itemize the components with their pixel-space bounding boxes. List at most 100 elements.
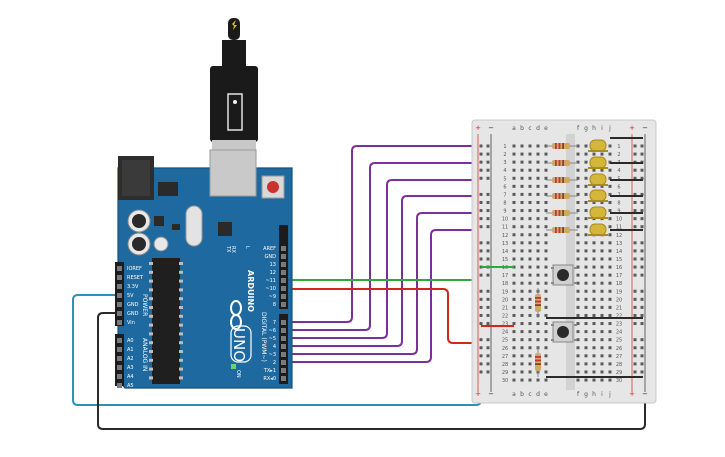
- breadboard-hole[interactable]: [536, 378, 540, 382]
- rail-hole[interactable]: [640, 217, 644, 221]
- digital-pin[interactable]: [281, 368, 286, 373]
- breadboard-hole[interactable]: [576, 362, 580, 366]
- breadboard-hole[interactable]: [608, 362, 612, 366]
- rail-hole[interactable]: [633, 152, 637, 156]
- power-pin[interactable]: [117, 266, 122, 271]
- analog-pin[interactable]: [117, 338, 122, 343]
- analog-pin[interactable]: [117, 374, 122, 379]
- rail-hole[interactable]: [479, 200, 483, 204]
- rail-hole[interactable]: [486, 168, 490, 172]
- rail-hole[interactable]: [486, 289, 490, 293]
- breadboard-hole[interactable]: [584, 305, 588, 309]
- rail-hole[interactable]: [633, 338, 637, 342]
- breadboard-hole[interactable]: [584, 217, 588, 221]
- breadboard-hole[interactable]: [608, 168, 612, 172]
- rail-hole[interactable]: [633, 217, 637, 221]
- breadboard-hole[interactable]: [536, 322, 540, 326]
- breadboard-hole[interactable]: [520, 362, 524, 366]
- breadboard-hole[interactable]: [536, 330, 540, 334]
- rail-hole[interactable]: [479, 289, 483, 293]
- breadboard-hole[interactable]: [576, 209, 580, 213]
- breadboard-hole[interactable]: [512, 200, 516, 204]
- breadboard-hole[interactable]: [536, 281, 540, 285]
- breadboard-hole[interactable]: [512, 281, 516, 285]
- rail-hole[interactable]: [486, 322, 490, 326]
- rail-hole[interactable]: [640, 225, 644, 229]
- rail-hole[interactable]: [479, 322, 483, 326]
- breadboard-hole[interactable]: [592, 378, 596, 382]
- breadboard-hole[interactable]: [600, 354, 604, 358]
- breadboard-hole[interactable]: [592, 273, 596, 277]
- breadboard-hole[interactable]: [528, 209, 532, 213]
- breadboard-hole[interactable]: [536, 217, 540, 221]
- power-pin[interactable]: [117, 284, 122, 289]
- breadboard-hole[interactable]: [608, 346, 612, 350]
- rail-hole[interactable]: [486, 273, 490, 277]
- rail-hole[interactable]: [633, 257, 637, 261]
- resistor[interactable]: [546, 210, 578, 216]
- rail-hole[interactable]: [486, 200, 490, 204]
- resistor[interactable]: [546, 143, 578, 149]
- breadboard-hole[interactable]: [512, 233, 516, 237]
- rail-hole[interactable]: [486, 209, 490, 213]
- arduino-uno-board[interactable]: IOREFRESET3.3V5VGNDGNDVinA0A1A2A3A4A5ARE…: [115, 149, 293, 389]
- breadboard-hole[interactable]: [528, 330, 532, 334]
- rail-hole[interactable]: [640, 200, 644, 204]
- breadboard-hole[interactable]: [592, 168, 596, 172]
- breadboard-hole[interactable]: [600, 152, 604, 156]
- rail-hole[interactable]: [633, 168, 637, 172]
- digital-pin[interactable]: [281, 352, 286, 357]
- breadboard-hole[interactable]: [600, 184, 604, 188]
- breadboard-hole[interactable]: [528, 225, 532, 229]
- breadboard-hole[interactable]: [576, 257, 580, 261]
- breadboard-hole[interactable]: [544, 378, 548, 382]
- breadboard-hole[interactable]: [608, 225, 612, 229]
- breadboard-hole[interactable]: [608, 257, 612, 261]
- breadboard-hole[interactable]: [608, 338, 612, 342]
- rail-hole[interactable]: [486, 305, 490, 309]
- breadboard-hole[interactable]: [600, 265, 604, 269]
- breadboard-hole[interactable]: [592, 313, 596, 317]
- breadboard-hole[interactable]: [528, 370, 532, 374]
- breadboard-hole[interactable]: [576, 378, 580, 382]
- rail-hole[interactable]: [640, 249, 644, 253]
- breadboard-hole[interactable]: [520, 354, 524, 358]
- rail-hole[interactable]: [486, 257, 490, 261]
- rail-hole[interactable]: [479, 305, 483, 309]
- breadboard-hole[interactable]: [520, 209, 524, 213]
- breadboard-hole[interactable]: [584, 209, 588, 213]
- rail-hole[interactable]: [640, 322, 644, 326]
- digital-pin[interactable]: [281, 328, 286, 333]
- breadboard-hole[interactable]: [584, 144, 588, 148]
- breadboard-hole[interactable]: [528, 144, 532, 148]
- breadboard-hole[interactable]: [576, 233, 580, 237]
- digital-pin[interactable]: [281, 278, 286, 283]
- breadboard-hole[interactable]: [576, 281, 580, 285]
- breadboard-hole[interactable]: [520, 233, 524, 237]
- rail-hole[interactable]: [486, 176, 490, 180]
- rail-hole[interactable]: [633, 346, 637, 350]
- breadboard-hole[interactable]: [592, 184, 596, 188]
- red-wire[interactable]: [288, 288, 514, 344]
- breadboard-hole[interactable]: [600, 305, 604, 309]
- breadboard-hole[interactable]: [584, 257, 588, 261]
- breadboard-hole[interactable]: [520, 152, 524, 156]
- breadboard-hole[interactable]: [520, 338, 524, 342]
- breadboard-hole[interactable]: [608, 378, 612, 382]
- rail-hole[interactable]: [479, 346, 483, 350]
- rail-hole[interactable]: [486, 338, 490, 342]
- breadboard-hole[interactable]: [584, 184, 588, 188]
- rail-hole[interactable]: [633, 313, 637, 317]
- breadboard-hole[interactable]: [544, 273, 548, 277]
- breadboard-hole[interactable]: [512, 176, 516, 180]
- breadboard-hole[interactable]: [576, 330, 580, 334]
- breadboard-hole[interactable]: [544, 184, 548, 188]
- black-gnd-wire[interactable]: [97, 312, 646, 430]
- rail-hole[interactable]: [486, 241, 490, 245]
- power-pin[interactable]: [117, 302, 122, 307]
- rail-hole[interactable]: [640, 346, 644, 350]
- analog-pin[interactable]: [117, 347, 122, 352]
- breadboard-hole[interactable]: [608, 176, 612, 180]
- breadboard-hole[interactable]: [584, 354, 588, 358]
- breadboard-hole[interactable]: [576, 346, 580, 350]
